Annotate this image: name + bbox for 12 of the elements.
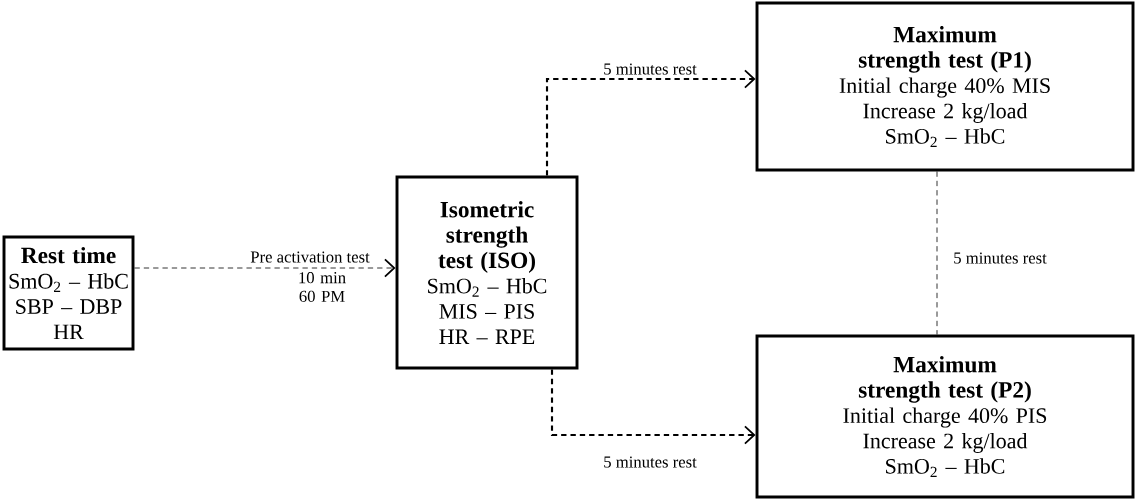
process-box: Maximum strength test (P1) Initial charge 40% MIS Increase 2 kg/load SmO$_{2}$ – HbC (755, 1, 1135, 172)
process-box: Maximum strength test (P2) Initial charge 40% PIS Increase 2 kg/load SmO$_{2}$ – HbC (755, 334, 1135, 499)
edge-label: Pre activation test (248, 250, 372, 264)
arrow (134, 258, 396, 278)
edge-label: 5 minutes rest (601, 455, 699, 469)
edge-note: 10 min 60 PM (299, 272, 346, 302)
process-box: Isometric strength test (ISO) SmO$_{2}$ – HbC MIS – PIS HR – RPE (395, 175, 579, 370)
edge-label: 5 minutes rest (951, 251, 1049, 265)
edge-label: 5 minutes rest (601, 62, 699, 76)
arrow (550, 369, 756, 445)
arrow (545, 69, 756, 176)
process-box: Rest time SmO$_{2}$ – HbC SBP – DBP HR (2, 235, 135, 351)
